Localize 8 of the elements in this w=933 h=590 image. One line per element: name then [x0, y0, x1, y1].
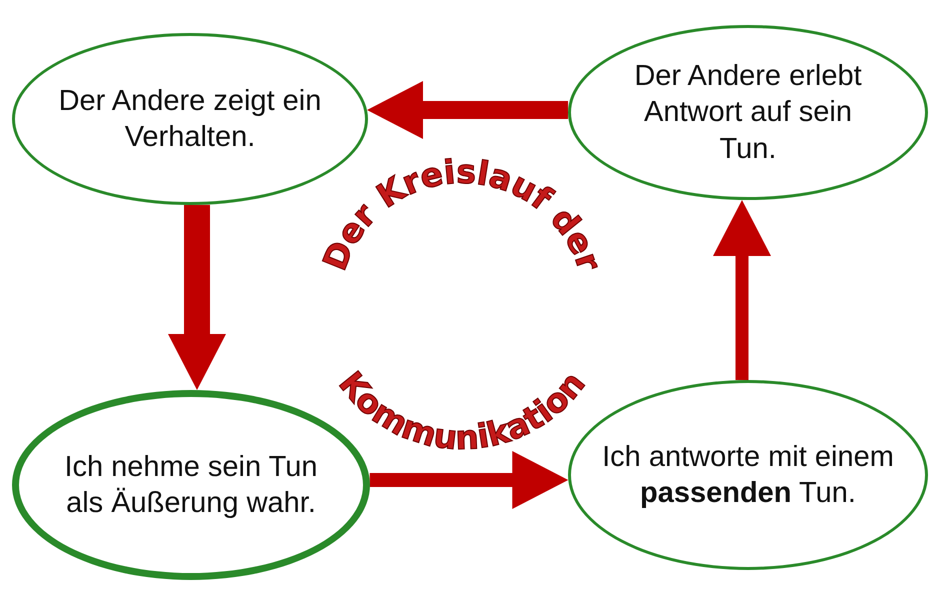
- node-text: Ich nehme sein Tun als Äußerung wahr.: [63, 450, 319, 521]
- arrow: [367, 81, 568, 139]
- node-text: Der Andere zeigt ein Verhalten.: [58, 84, 322, 155]
- node-text: Der Andere erlebt Antwort auf sein Tun.: [633, 59, 863, 167]
- node-text: Ich antworte mit einem passenden Tun.: [601, 440, 895, 511]
- arrow: [370, 451, 568, 509]
- arrow: [168, 204, 226, 390]
- arrow: [713, 200, 771, 380]
